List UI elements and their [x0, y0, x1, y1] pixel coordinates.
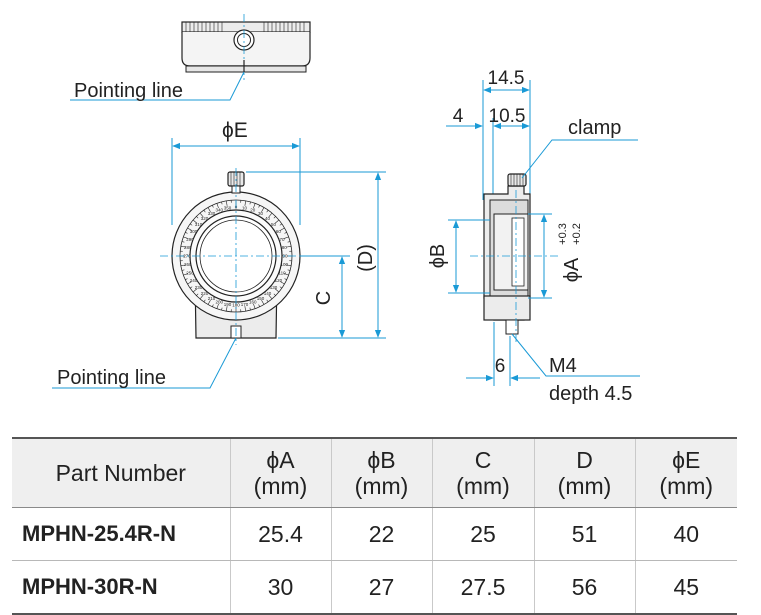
top-view: Pointing line — [70, 14, 310, 102]
dim-label-4: 4 — [453, 106, 464, 127]
dim-label-phi-a: ϕA — [561, 257, 583, 282]
cell-part-number: MPHN-25.4R-N — [12, 508, 230, 561]
header-part-number: Part Number — [12, 438, 230, 508]
dim-label-6: 6 — [495, 356, 506, 377]
dial-scale-label: 160 — [249, 300, 257, 305]
side-view: 14.5 4 10.5 clamp ϕB — [427, 68, 640, 405]
cell-phi-e: 45 — [635, 561, 737, 615]
cell-c: 25 — [432, 508, 534, 561]
table-row: MPHN-25.4R-N 25.4 22 25 51 40 — [12, 508, 737, 561]
pointing-line-label-bottom: Pointing line — [57, 367, 166, 389]
header-c: C (mm) — [432, 438, 534, 508]
header-phi-b: ϕB (mm) — [331, 438, 432, 508]
tolerance-upper: +0.3 — [557, 223, 569, 245]
dial-scale-label: 20 — [250, 208, 256, 213]
header-phi-e: ϕE (mm) — [635, 438, 737, 508]
dial-scale-label: 80 — [282, 245, 288, 250]
header-d: D (mm) — [534, 438, 635, 508]
spec-table: Part Number ϕA (mm) ϕB (mm) C (mm) D (mm… — [12, 437, 737, 615]
dim-label-c: C — [313, 291, 335, 305]
cell-phi-b: 27 — [331, 561, 432, 615]
clamp-label: clamp — [568, 117, 621, 139]
dial-scale-label: 170 — [241, 302, 249, 307]
dial-scale-label: 190 — [224, 302, 232, 307]
m4-label: M4 — [549, 355, 577, 377]
cell-phi-a: 30 — [230, 561, 331, 615]
cell-phi-e: 40 — [635, 508, 737, 561]
dim-label-10-5: 10.5 — [489, 106, 526, 127]
pointing-line-label-top: Pointing line — [74, 80, 183, 102]
cell-part-number: MPHN-30R-N — [12, 561, 230, 615]
depth-label: depth 4.5 — [549, 383, 632, 405]
cell-d: 56 — [534, 561, 635, 615]
table-header-row: Part Number ϕA (mm) ϕB (mm) C (mm) D (mm… — [12, 438, 737, 508]
dial-scale-label: 350 — [224, 205, 232, 210]
dim-label-14-5: 14.5 — [488, 68, 525, 89]
cell-phi-a: 25.4 — [230, 508, 331, 561]
cell-c: 27.5 — [432, 561, 534, 615]
tolerance-lower: +0.2 — [571, 223, 583, 245]
dial-scale-label: 70 — [280, 237, 286, 242]
cell-d: 51 — [534, 508, 635, 561]
dial-scale-label: 10 — [242, 205, 248, 210]
dim-label-d: (D) — [355, 244, 377, 272]
cell-phi-b: 22 — [331, 508, 432, 561]
table-row: MPHN-30R-N 30 27 27.5 56 45 — [12, 561, 737, 615]
dim-label-phi-e: ϕE — [222, 119, 248, 142]
dim-label-phi-b: ϕB — [427, 244, 449, 269]
header-phi-a: ϕA (mm) — [230, 438, 331, 508]
dial-scale-label: 60 — [276, 229, 282, 234]
